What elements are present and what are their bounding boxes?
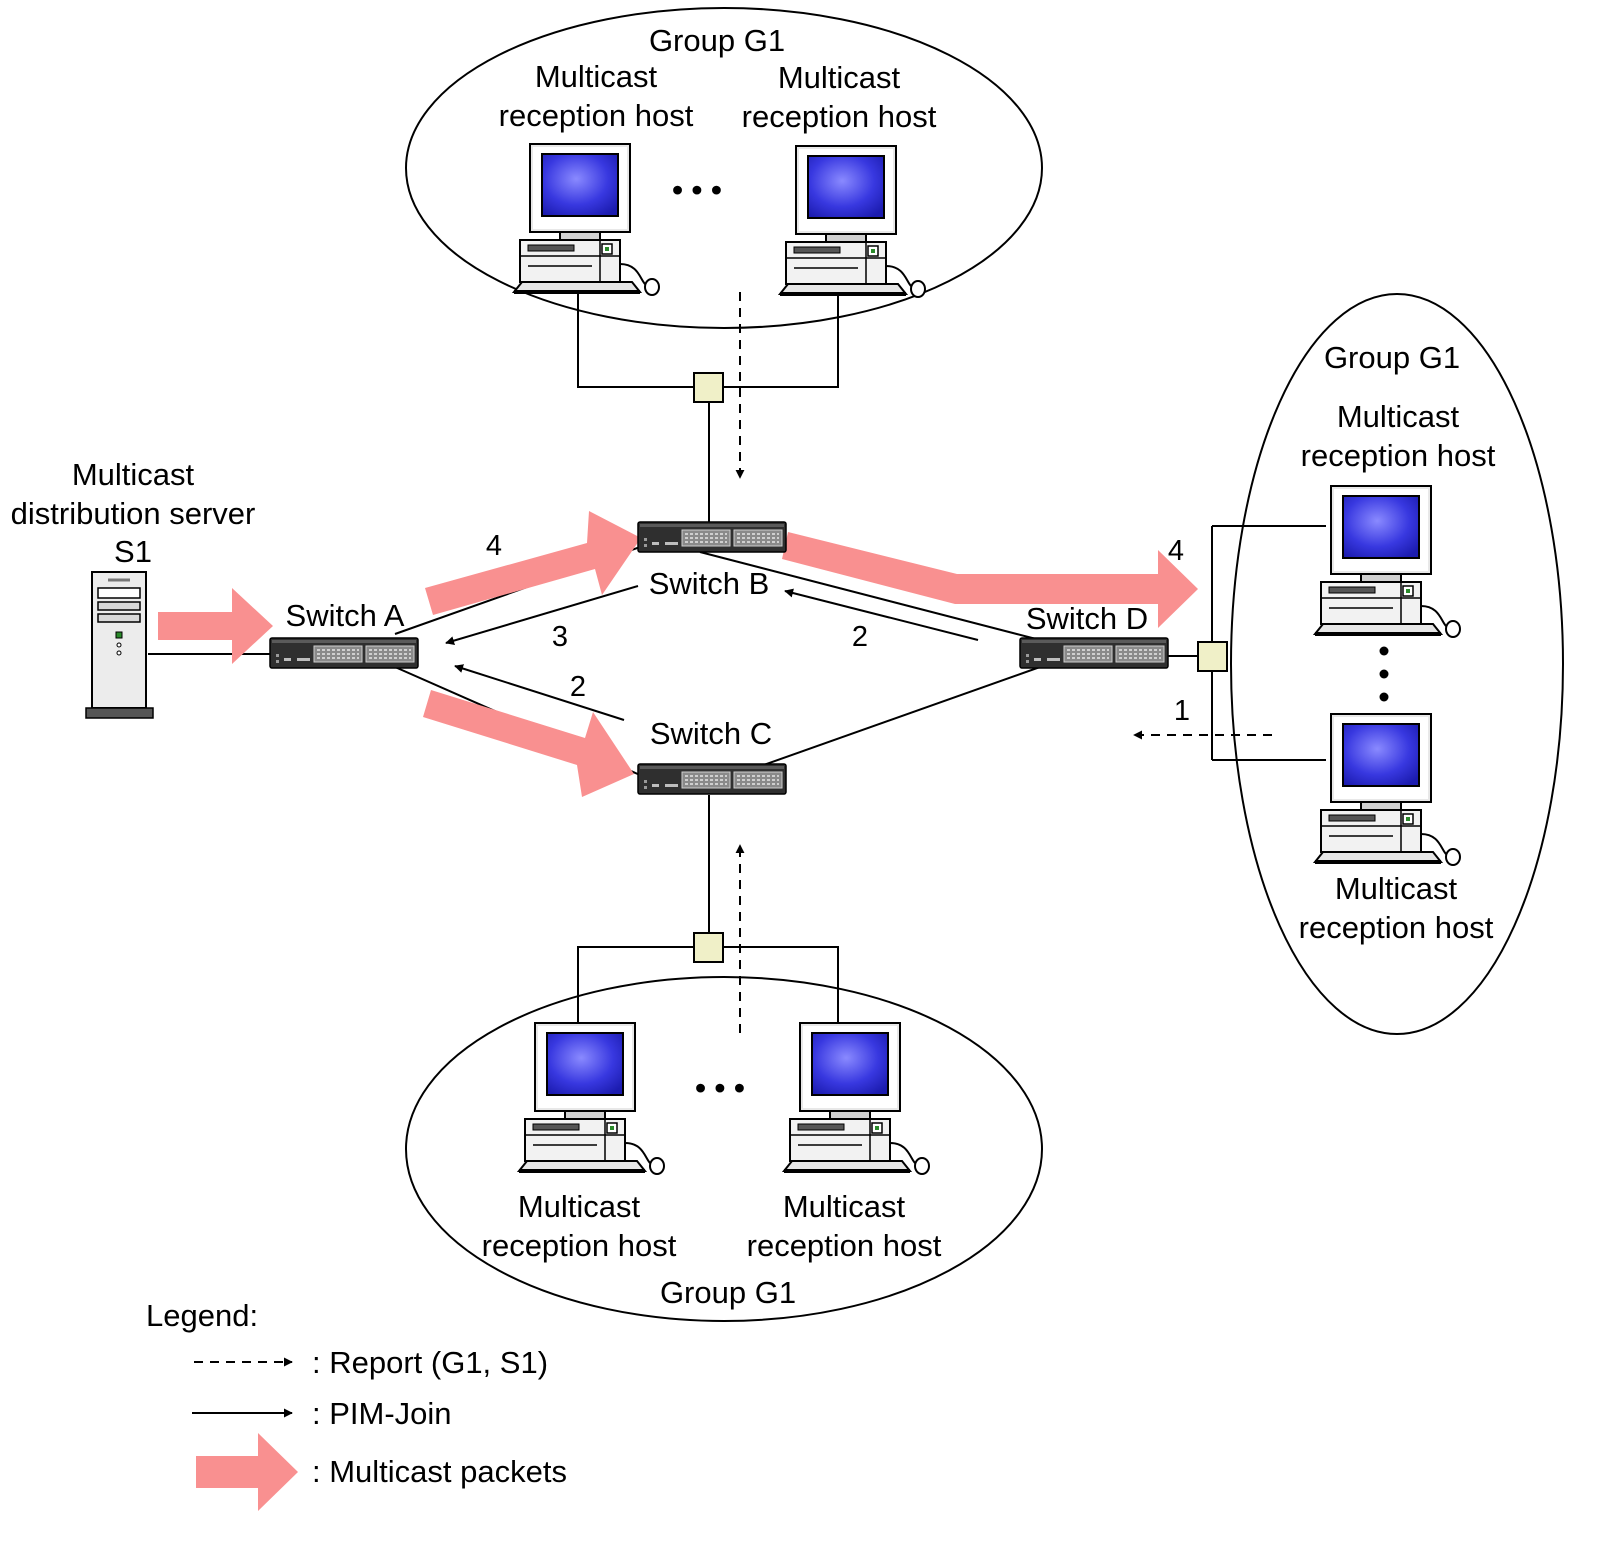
report-arrows	[735, 292, 1272, 1033]
switch-d-icon	[1019, 637, 1169, 669]
packet-arrow-server-to-a	[158, 588, 273, 664]
server-label-line3: S1	[114, 534, 152, 569]
hub-top	[693, 372, 724, 403]
top-right-host-line1: Multicast	[778, 60, 901, 95]
step-join-b-to-a: 3	[552, 621, 568, 653]
packet-arrow-a-to-c	[423, 690, 634, 797]
step-packets-a-to-b: 4	[486, 530, 502, 562]
top-ellipsis: • • •	[672, 172, 722, 207]
server-label-line1: Multicast	[72, 457, 195, 492]
server-icon	[85, 571, 154, 719]
computer-icon-right-bottom	[1313, 712, 1462, 867]
switch-b-label: Switch B	[649, 566, 770, 601]
right-top-host-line1: Multicast	[1337, 399, 1460, 434]
bottom-ellipsis: • • •	[695, 1070, 745, 1105]
legend-title: Legend:	[146, 1298, 258, 1333]
step-join-c-to-a: 2	[570, 671, 586, 703]
right-top-host-line2: reception host	[1301, 438, 1496, 473]
computer-icon-right-top	[1313, 484, 1462, 639]
legend-pim-join-text: : PIM-Join	[312, 1396, 452, 1431]
hub-right	[1197, 641, 1228, 672]
bottom-left-host-line1: Multicast	[518, 1189, 641, 1224]
legend-report-text: : Report (G1, S1)	[312, 1345, 548, 1380]
computer-icon-top-left	[512, 142, 661, 297]
right-bottom-host-line2: reception host	[1299, 910, 1494, 945]
packet-arrow-b-to-d	[782, 532, 1198, 628]
bottom-left-host-line2: reception host	[482, 1228, 677, 1263]
right-ellipsis-dots	[1379, 646, 1389, 702]
pim-join-b-to-a	[445, 585, 639, 646]
step-packets-b-to-d: 4	[1168, 535, 1184, 567]
legend: Legend: : Report (G1, S1) : PIM-Join : M…	[146, 1298, 567, 1511]
right-bottom-host-line1: Multicast	[1335, 871, 1458, 906]
group-right-name: Group G1	[1324, 340, 1460, 375]
pim-join-d-to-b	[784, 588, 979, 641]
pim-join-c-to-a	[454, 664, 625, 721]
top-left-host-line1: Multicast	[535, 59, 658, 94]
switch-a-icon	[269, 637, 419, 669]
server-label-line2: distribution server	[11, 496, 256, 531]
switch-b-icon	[637, 521, 787, 553]
hub-bottom	[693, 932, 724, 963]
switch-a-label: Switch A	[286, 598, 405, 633]
group-bottom-name: Group G1	[660, 1275, 796, 1310]
switch-d-label: Switch D	[1026, 601, 1148, 636]
multicast-packet-arrows	[158, 511, 1198, 797]
switch-c-icon	[637, 763, 787, 795]
bottom-right-host-line2: reception host	[747, 1228, 942, 1263]
group-top-name: Group G1	[649, 23, 785, 58]
top-right-host-line2: reception host	[742, 99, 937, 134]
labels: Multicast distribution server S1 Switch …	[11, 23, 1496, 1310]
group-bottom-ellipse	[405, 976, 1043, 1322]
pim-join-arrows	[445, 585, 979, 721]
legend-packets-text: : Multicast packets	[312, 1454, 567, 1489]
computer-icon-top-right	[778, 144, 927, 299]
legend-packet-arrow	[196, 1433, 298, 1511]
step-join-d-to-b: 2	[852, 621, 868, 653]
group-right-ellipse	[1230, 293, 1564, 1035]
step-report-d: 1	[1174, 695, 1190, 727]
bottom-right-host-line1: Multicast	[783, 1189, 906, 1224]
step-numbers: 4 4 3 2 2 1	[486, 530, 1190, 727]
computer-icon-bottom-left	[517, 1021, 666, 1176]
computer-icon-bottom-right	[782, 1021, 931, 1176]
switch-c-label: Switch C	[650, 716, 772, 751]
top-left-host-line2: reception host	[499, 98, 694, 133]
group-top-ellipse	[405, 7, 1043, 329]
packet-arrow-a-to-b	[425, 511, 641, 615]
